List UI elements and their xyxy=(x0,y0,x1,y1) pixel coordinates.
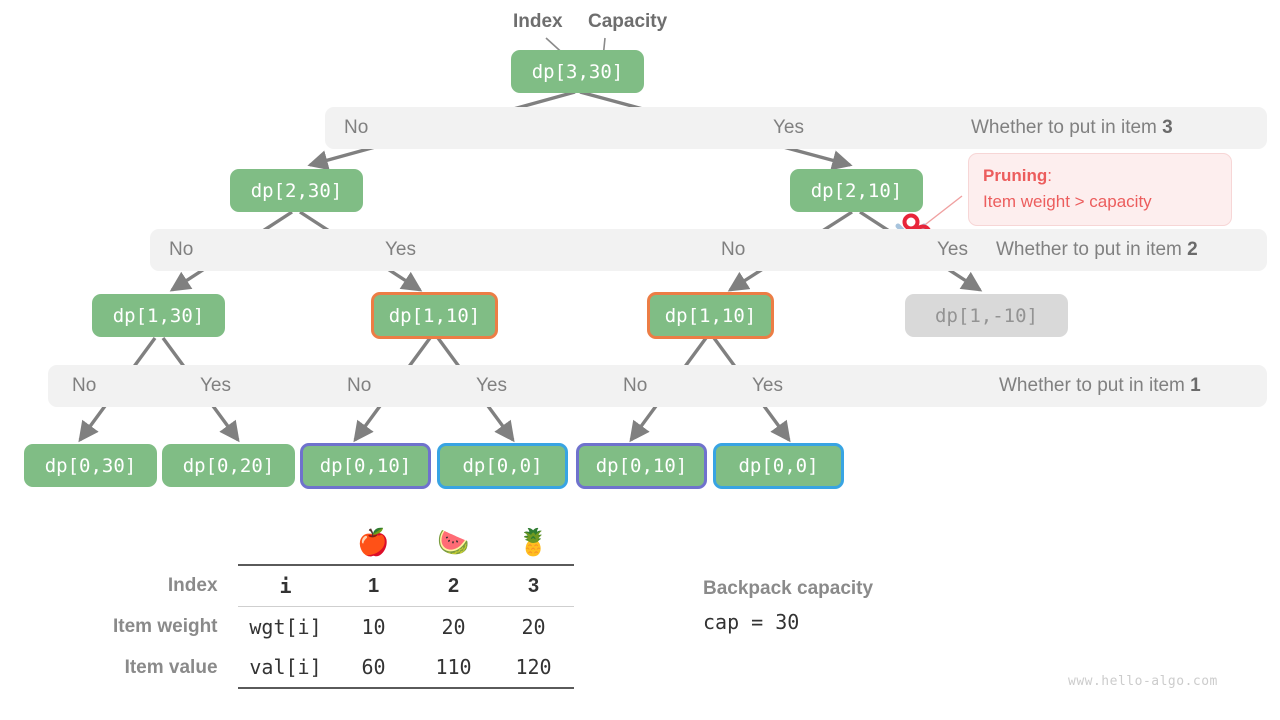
node-dp-0-20[interactable]: dp[0,20] xyxy=(162,444,295,487)
band-1-no-label-1: No xyxy=(72,375,97,396)
band-item-3: No Yes Whether to put in item 3 xyxy=(325,107,1267,149)
index-annotation-label: Index xyxy=(513,11,563,32)
band-2-yes-label-2: Yes xyxy=(937,239,968,260)
node-dp-0-0-right[interactable]: dp[0,0] xyxy=(713,443,844,489)
cell-index-2: 2 xyxy=(413,564,494,607)
band-1-yes-label-2: Yes xyxy=(476,375,507,396)
cell-weight-1: 10 xyxy=(333,606,414,647)
band-3-yes-label: Yes xyxy=(773,117,804,138)
node-dp-0-30[interactable]: dp[0,30] xyxy=(24,444,157,487)
node-dp-1-10-left[interactable]: dp[1,10] xyxy=(371,292,498,339)
cell-weight-2: 20 xyxy=(413,606,494,647)
capacity-title: Backpack capacity xyxy=(703,578,874,599)
node-dp-1-30[interactable]: dp[1,30] xyxy=(92,294,225,337)
node-dp-2-10[interactable]: dp[2,10] xyxy=(790,169,923,212)
items-table: 🍎 🍉 🍍 Index i 1 2 3 Item weight wgt[i] 1… xyxy=(113,520,574,690)
row-label-index: Index xyxy=(167,574,218,596)
band-item-1: No Yes No Yes No Yes Whether to put in i… xyxy=(48,365,1267,407)
pineapple-icon: 🍍 xyxy=(517,527,550,557)
band-1-question: Whether to put in item 1 xyxy=(999,375,1201,396)
watermark: www.hello-algo.com xyxy=(1068,674,1218,689)
table-row-index: Index i 1 2 3 xyxy=(113,564,574,607)
table-row-value: Item value val[i] 60 110 120 xyxy=(113,647,574,688)
band-1-yes-label-1: Yes xyxy=(200,375,231,396)
pruning-reason: Item weight > capacity xyxy=(983,191,1152,211)
pruning-title: Pruning: xyxy=(983,166,1052,185)
cell-value-code: val[i] xyxy=(249,655,322,679)
apple-icon: 🍎 xyxy=(357,527,390,557)
capacity-annotation-label: Capacity xyxy=(588,11,668,32)
band-1-no-label-3: No xyxy=(623,375,648,396)
band-3-question: Whether to put in item 3 xyxy=(971,117,1173,138)
cell-index-code: i xyxy=(237,564,334,607)
node-dp-0-0-left[interactable]: dp[0,0] xyxy=(437,443,568,489)
band-1-yes-label-3: Yes xyxy=(752,375,783,396)
node-dp-0-10-right[interactable]: dp[0,10] xyxy=(576,443,707,489)
table-emoji-row: 🍎 🍉 🍍 xyxy=(113,520,574,565)
cell-value-3: 120 xyxy=(515,655,552,679)
band-2-no-label-2: No xyxy=(721,239,746,260)
cell-weight-code: wgt[i] xyxy=(237,606,334,647)
node-dp-2-30[interactable]: dp[2,30] xyxy=(230,169,363,212)
cell-weight-3: 20 xyxy=(493,606,574,647)
node-dp-0-10-left[interactable]: dp[0,10] xyxy=(300,443,431,489)
band-3-no-label: No xyxy=(344,117,369,138)
watermelon-icon: 🍉 xyxy=(437,527,470,557)
band-2-question: Whether to put in item 2 xyxy=(996,239,1198,260)
cell-value-2: 110 xyxy=(435,655,472,679)
node-dp-3-30[interactable]: dp[3,30] xyxy=(511,50,644,93)
pruning-callout: Pruning: Item weight > capacity xyxy=(968,153,1232,226)
row-label-value: Item value xyxy=(124,656,218,678)
band-item-2: No Yes No Yes Whether to put in item 2 xyxy=(150,229,1267,271)
band-1-no-label-2: No xyxy=(347,375,372,396)
table-bottom-rule-row xyxy=(113,687,574,690)
row-label-weight: Item weight xyxy=(113,615,218,637)
band-2-yes-label-1: Yes xyxy=(385,239,416,260)
table-row-weight: Item weight wgt[i] 10 20 20 xyxy=(113,606,574,647)
node-dp-1-minus10-pruned[interactable]: dp[1,-10] xyxy=(905,294,1068,337)
capacity-code: cap = 30 xyxy=(703,610,800,634)
band-2-no-label-1: No xyxy=(169,239,194,260)
cell-index-3: 3 xyxy=(493,564,574,607)
cell-index-1: 1 xyxy=(333,564,414,607)
cell-value-1: 60 xyxy=(361,655,386,679)
node-dp-1-10-right[interactable]: dp[1,10] xyxy=(647,292,774,339)
capacity-block: Backpack capacity cap = 30 xyxy=(703,578,873,634)
